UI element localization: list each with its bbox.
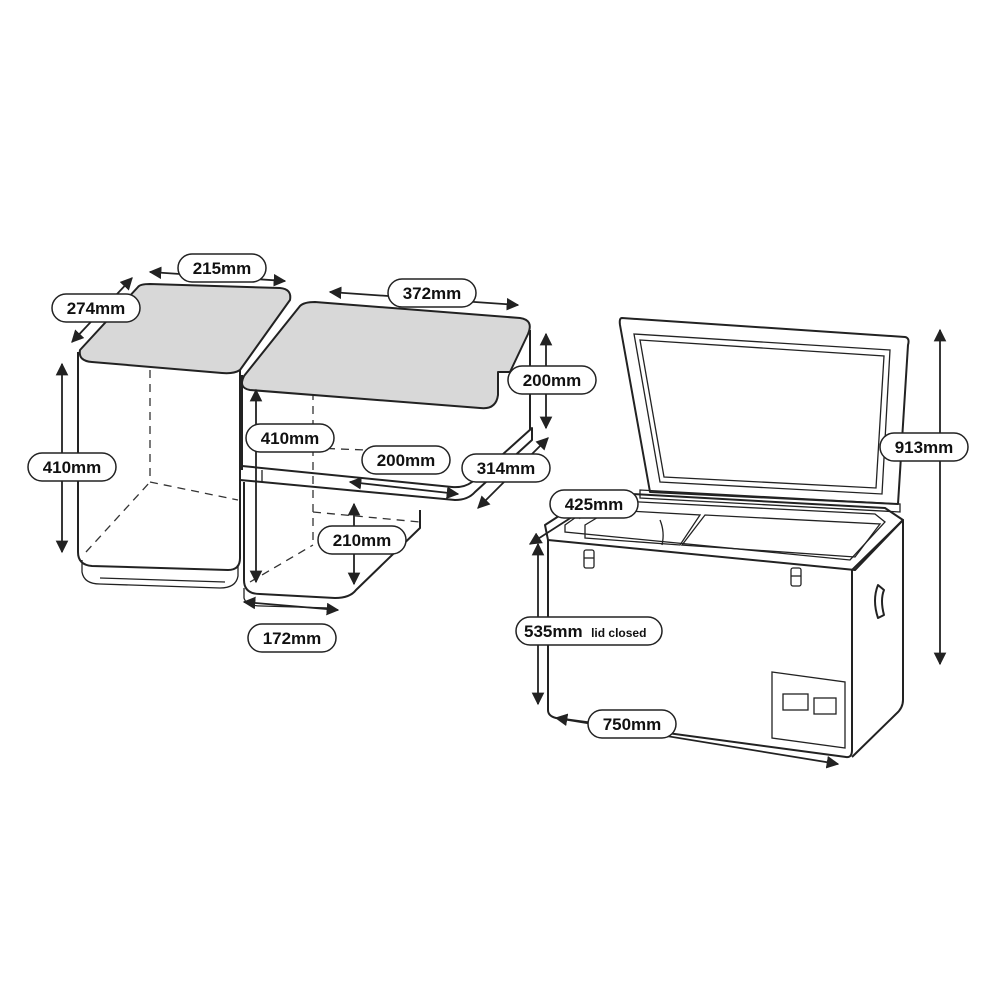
label-fridge-inner-depth: 425mm <box>549 489 639 519</box>
label-left-basket-height: 410mm <box>27 452 117 482</box>
label-left-basket-depth: 274mm <box>51 293 141 323</box>
label-right-basket-lower-depth: 172mm <box>247 623 337 653</box>
label-left-basket-width: 215mm <box>177 253 267 283</box>
svg-text:372mm: 372mm <box>403 284 462 303</box>
svg-text:172mm: 172mm <box>263 629 322 648</box>
label-right-basket-depth: 314mm <box>461 453 551 483</box>
label-fridge-height-open: 913mm <box>879 432 969 462</box>
label-right-basket-inner-width: 200mm <box>361 445 451 475</box>
svg-text:535mm lid closed: 535mm lid closed <box>524 622 646 641</box>
label-right-basket-lower-height: 210mm <box>317 525 407 555</box>
svg-text:410mm: 410mm <box>261 429 320 448</box>
label-right-basket-width: 372mm <box>387 278 477 308</box>
svg-text:200mm: 200mm <box>377 451 436 470</box>
svg-text:425mm: 425mm <box>565 495 624 514</box>
svg-text:314mm: 314mm <box>477 459 536 478</box>
svg-text:750mm: 750mm <box>603 715 662 734</box>
svg-text:913mm: 913mm <box>895 438 954 457</box>
label-fridge-width: 750mm <box>587 709 677 739</box>
fridge <box>544 317 910 759</box>
label-fridge-height-closed: 535mm lid closed <box>515 616 663 646</box>
svg-text:210mm: 210mm <box>333 531 392 550</box>
svg-text:410mm: 410mm <box>43 458 102 477</box>
svg-text:215mm: 215mm <box>193 259 252 278</box>
svg-text:200mm: 200mm <box>523 371 582 390</box>
svg-text:274mm: 274mm <box>67 299 126 318</box>
label-right-basket-upper-height: 200mm <box>507 365 597 395</box>
label-right-basket-height: 410mm <box>245 423 335 453</box>
